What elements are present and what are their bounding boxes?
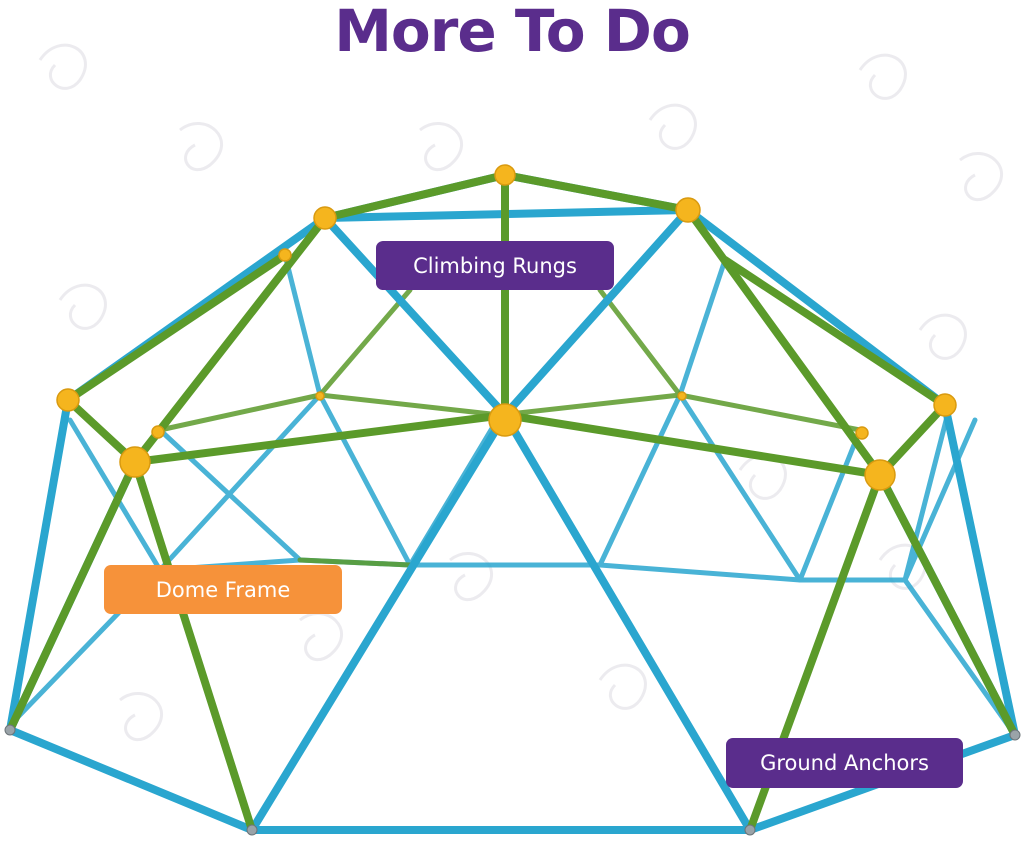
dome-frame-label: Dome Frame bbox=[104, 565, 342, 614]
climbing-rungs-label: Climbing Rungs bbox=[376, 241, 614, 290]
page-title: More To Do bbox=[334, 0, 691, 65]
ground-anchors-label: Ground Anchors bbox=[726, 738, 963, 788]
